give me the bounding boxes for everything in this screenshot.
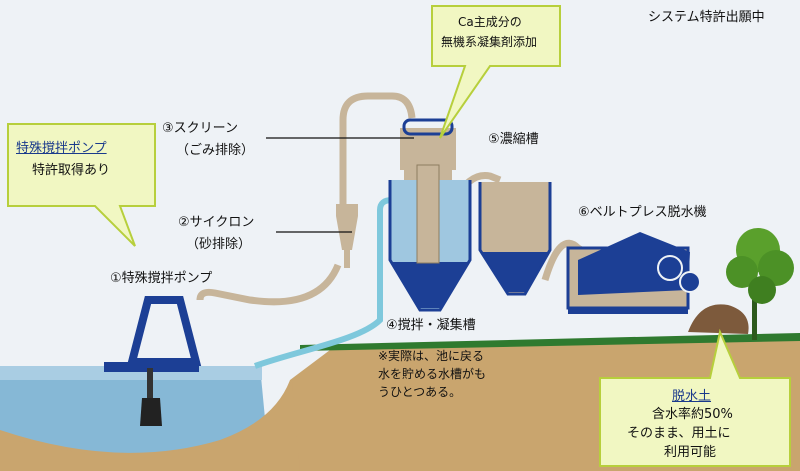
soil-callout-line3: そのまま、用土に <box>627 426 731 441</box>
label-leaders <box>266 137 414 233</box>
stage-cyclone-label: ②サイクロン <box>178 215 255 230</box>
feed-pipe <box>196 263 342 306</box>
stage-screen-label: ③スクリーン <box>162 121 239 136</box>
note-line2: 水を貯める水槽がも <box>378 367 487 381</box>
stage-belt-press-label: ⑥ベルトプレス脱水機 <box>578 205 707 220</box>
soil-callout-line4: 利用可能 <box>664 445 717 460</box>
soil-callout <box>599 328 791 467</box>
note-line1: ※実際は、池に戻る <box>378 349 485 363</box>
grass-strip <box>300 333 800 351</box>
pump-callout-line2: 特許取得あり <box>32 163 111 178</box>
stage-pump-label: ①特殊撹拌ポンプ <box>110 271 213 286</box>
pump-callout <box>7 123 156 247</box>
pump-frame <box>104 296 202 426</box>
stage-cyclone-sub: （砂排除） <box>186 237 252 252</box>
pump-head <box>140 398 162 426</box>
return-pipe <box>253 197 393 369</box>
pump-callout-title: 特殊撹拌ポンプ <box>16 141 107 156</box>
additive-line1: Ca主成分の <box>458 15 522 29</box>
soil-pile <box>688 304 749 334</box>
soil-callout-line2: 含水率約50% <box>652 407 733 422</box>
cyclone <box>336 204 358 268</box>
additive-line2: 無機系凝集剤添加 <box>441 35 538 49</box>
mixing-tank <box>388 164 472 312</box>
stage-thickener-label: ⑤濃縮槽 <box>488 132 539 147</box>
belt-press <box>566 232 701 314</box>
stage-mixing-label: ④撹拌・凝集槽 <box>386 318 476 333</box>
stage-screen-sub: （ごみ排除） <box>176 143 255 158</box>
thickener-tank <box>478 182 552 296</box>
patent-status: システム特許出願中 <box>648 10 765 25</box>
note-line3: うひとつある。 <box>378 385 462 399</box>
pond-bed <box>0 380 300 471</box>
screen-feed-pipe <box>339 92 416 210</box>
additive-callout <box>431 5 561 139</box>
soil-callout-title: 脱水土 <box>672 389 712 404</box>
tree <box>726 228 794 340</box>
